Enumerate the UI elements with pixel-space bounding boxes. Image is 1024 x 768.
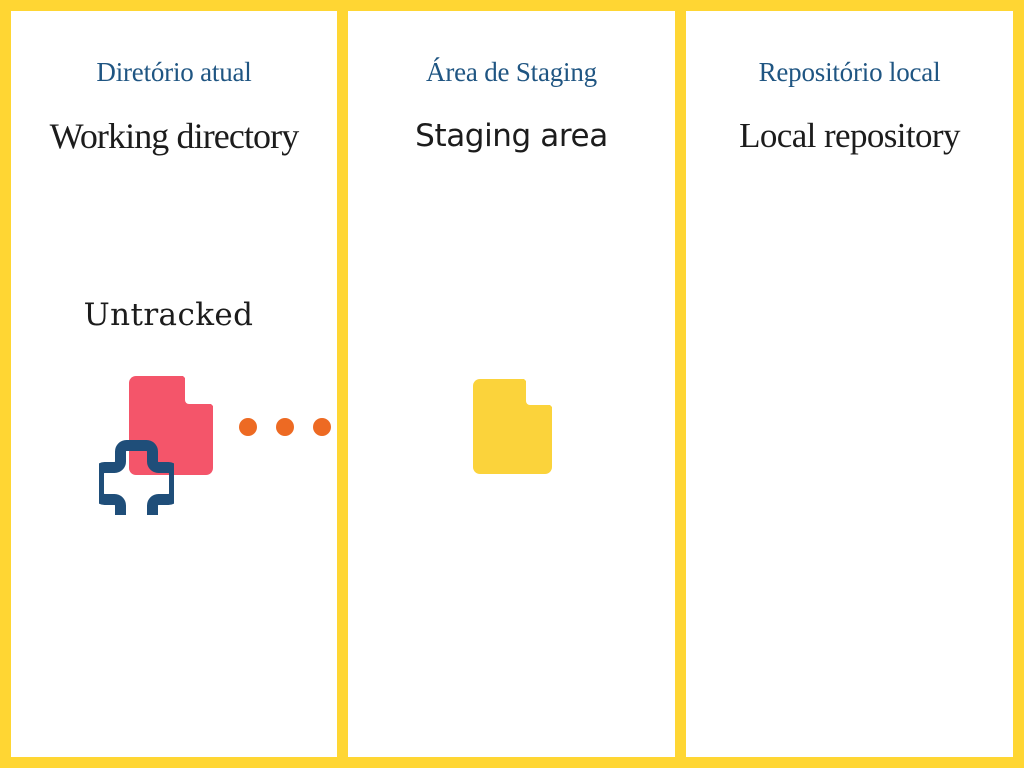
column-subtitle-staging-area: Área de Staging (426, 57, 597, 87)
column-local-repository: Repositório local Local repository (686, 11, 1013, 757)
frame-border-right (1013, 0, 1024, 768)
column-title-working-directory: Working directory (49, 116, 300, 156)
column-subtitle-local-repository: Repositório local (758, 57, 941, 87)
untracked-status-label: Untracked (83, 297, 254, 333)
column-subtitle-working-directory: Diretório atual (96, 57, 252, 87)
column-title-staging-area: Staging area (415, 118, 608, 154)
column-staging-area: Área de Staging Staging area (348, 11, 675, 757)
frame-border-left (0, 0, 11, 768)
column-title-local-repository: Local repository (739, 116, 960, 155)
document-file-icon-staged (473, 379, 552, 474)
plus-badge-icon (99, 440, 174, 515)
frame-border-top (0, 0, 1024, 11)
frame-border-bottom (0, 757, 1024, 768)
